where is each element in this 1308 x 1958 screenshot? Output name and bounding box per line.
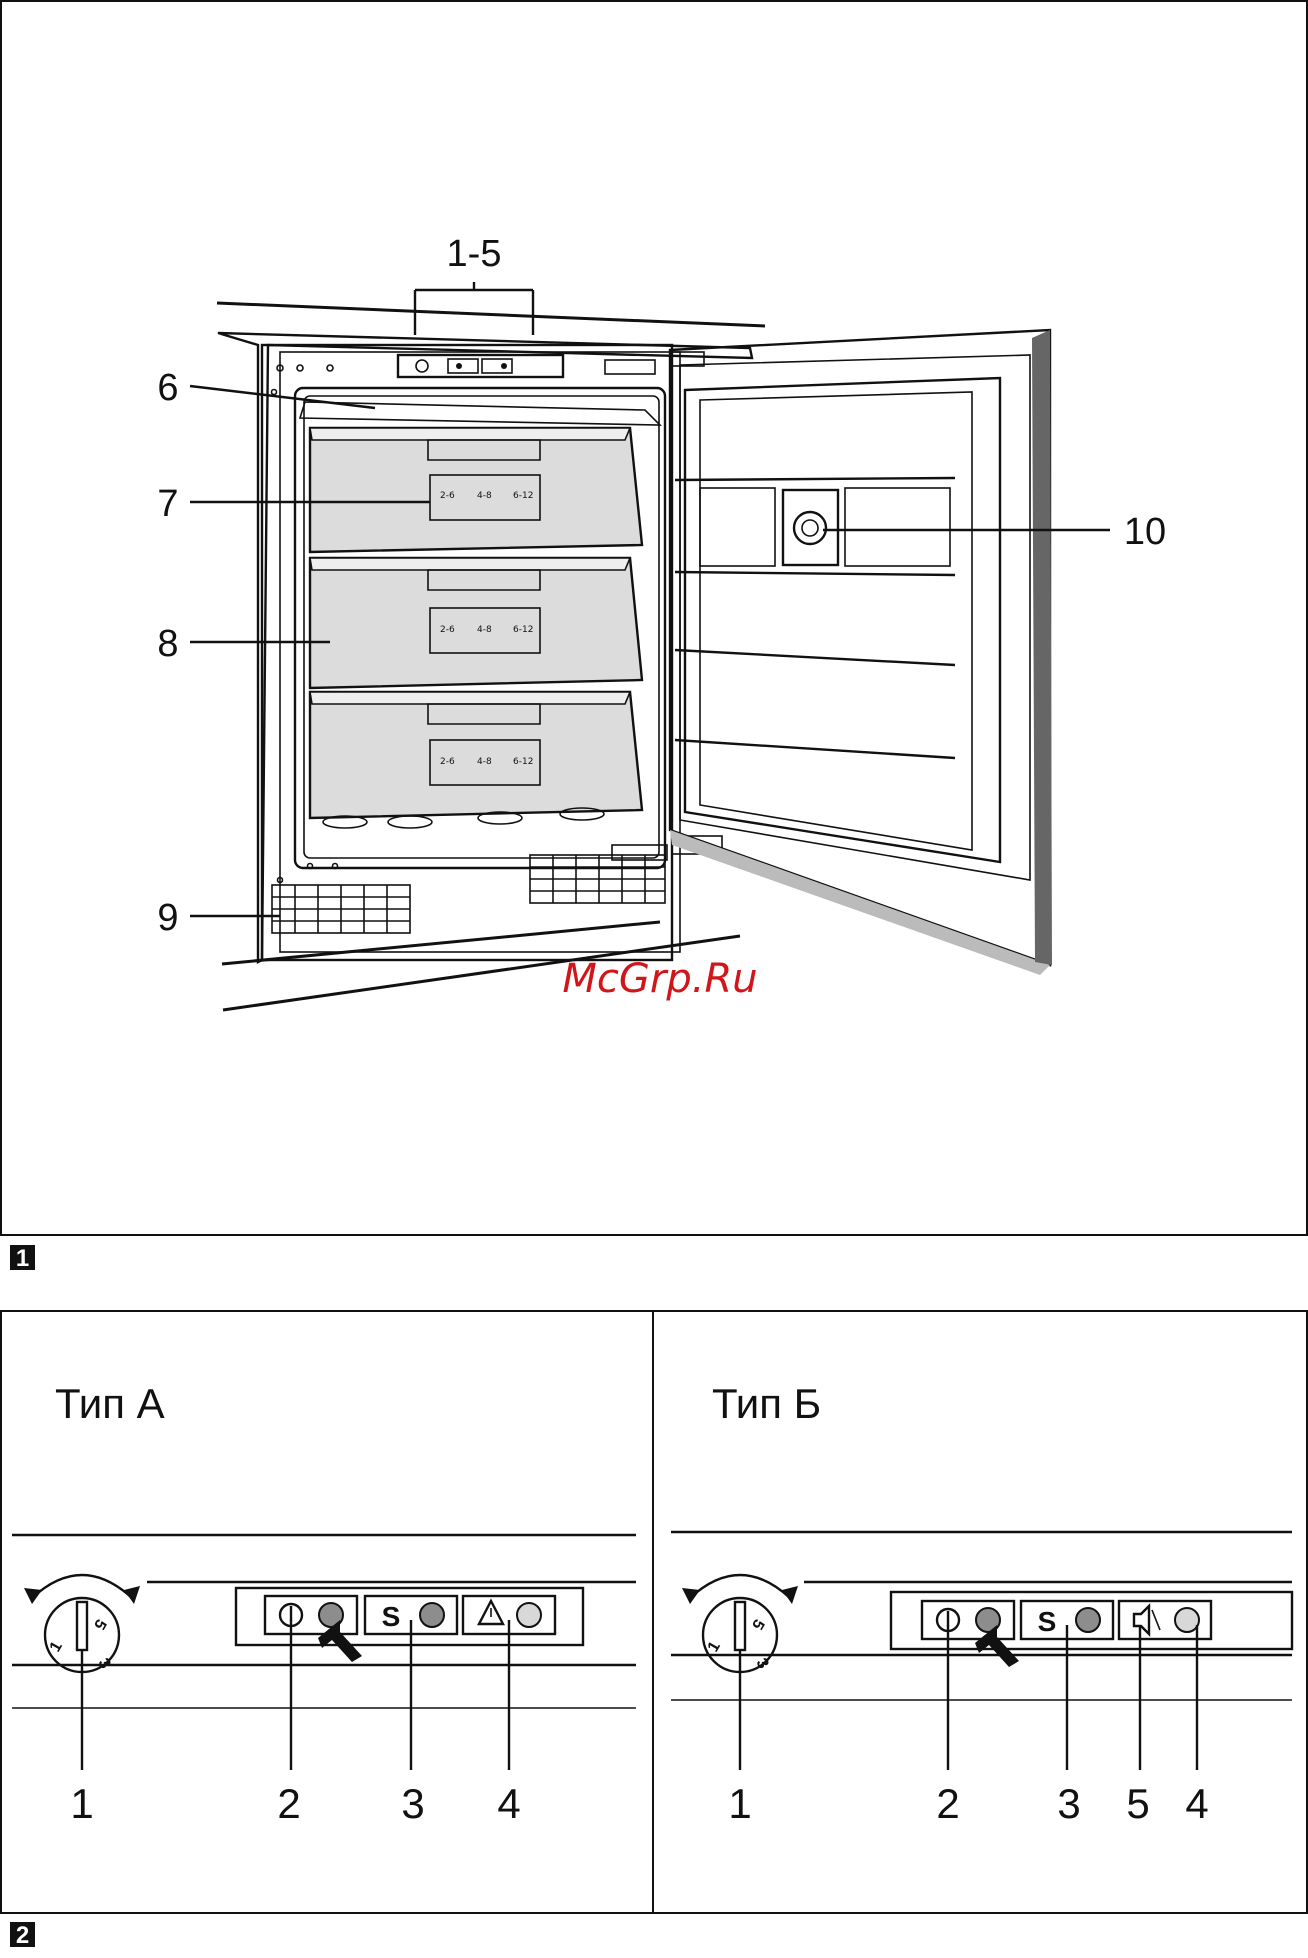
type-b-callout-3: 3 — [1057, 1780, 1080, 1827]
type-a-callout-1: 1 — [70, 1780, 93, 1827]
drawer-3-label-c: 6-12 — [513, 757, 533, 767]
type-b-callout-4: 4 — [1185, 1780, 1208, 1827]
watermark: McGrp.Ru — [562, 956, 757, 1002]
callout-8: 8 — [157, 623, 178, 665]
drawer-3-label-b: 4-8 — [477, 757, 492, 767]
figure-2-number: 2 — [16, 1922, 29, 1949]
control-panel — [398, 355, 563, 377]
door-indicator — [783, 490, 838, 565]
figure-1-number: 1 — [16, 1245, 29, 1272]
drawer-1-label-b: 4-8 — [477, 491, 492, 501]
drawer-2-label-c: 6-12 — [513, 625, 533, 635]
warning-led-a — [517, 1603, 541, 1627]
callout-10: 10 — [1124, 511, 1166, 553]
type-a-panel: Тип А 1 3 5 S — [12, 1380, 636, 1827]
drawer-2-label-b: 4-8 — [477, 625, 492, 635]
niche-top-line — [217, 303, 765, 326]
ventilation-grille — [272, 855, 665, 933]
alarm-mute-icon — [1134, 1606, 1149, 1634]
type-b-callout-5: 5 — [1126, 1780, 1149, 1827]
super-led-b — [1076, 1608, 1100, 1632]
freezer-door — [612, 330, 1052, 975]
rotate-arrow-icon — [32, 1575, 132, 1598]
type-b-title: Тип Б — [712, 1380, 821, 1427]
super-freeze-icon-b: S — [1038, 1606, 1057, 1637]
freezer-body: 2-6 4-8 6-12 2-6 4-8 6-12 2-6 — [218, 333, 752, 962]
figure-1-frame — [1, 1, 1307, 1235]
alarm-led-b — [1175, 1608, 1199, 1632]
type-b-callout-1: 1 — [728, 1780, 751, 1827]
callout-1-5: 1-5 — [447, 233, 502, 275]
callout-9: 9 — [157, 897, 178, 939]
drawer-2-label-a: 2-6 — [440, 625, 455, 635]
drawer-3: 2-6 4-8 6-12 — [310, 692, 642, 828]
super-led-a — [420, 1603, 444, 1627]
figure-1: 2-6 4-8 6-12 2-6 4-8 6-12 2-6 — [1, 1, 1307, 1235]
callout-6: 6 — [157, 367, 178, 409]
knob-a-num-5: 5 — [90, 1616, 109, 1632]
drawer-1: 2-6 4-8 6-12 — [310, 428, 642, 552]
type-b-panel: Тип Б 1 3 5 S — [671, 1380, 1292, 1827]
knob-b-num-5: 5 — [748, 1616, 767, 1632]
super-freeze-icon: S — [382, 1601, 401, 1632]
type-a-callout-2: 2 — [277, 1780, 300, 1827]
drawer-3-label-a: 2-6 — [440, 757, 455, 767]
rotate-arrow-icon-b — [690, 1575, 790, 1598]
type-a-callout-4: 4 — [497, 1780, 520, 1827]
drawer-1-label-a: 2-6 — [440, 491, 455, 501]
knob-small — [416, 360, 428, 372]
drawer-1-label-c: 6-12 — [513, 491, 533, 501]
figure-1-callouts: 1-5 6 7 8 9 10 — [157, 233, 1166, 939]
type-b-callout-2: 2 — [936, 1780, 959, 1827]
type-a-callout-3: 3 — [401, 1780, 424, 1827]
type-a-title: Тип А — [55, 1380, 165, 1427]
callout-7: 7 — [157, 483, 178, 525]
figure-2: Тип А 1 3 5 S — [1, 1311, 1307, 1913]
drawer-2: 2-6 4-8 6-12 — [310, 558, 642, 688]
